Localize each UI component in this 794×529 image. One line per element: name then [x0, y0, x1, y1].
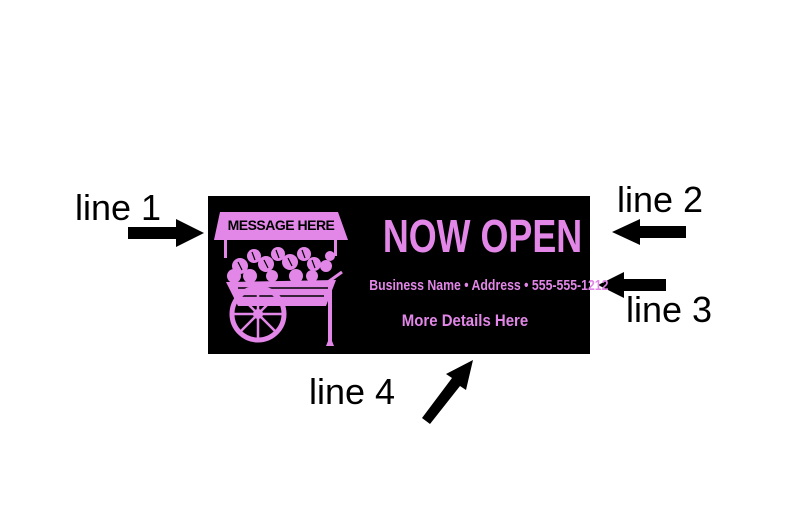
arrow-right-icon	[128, 219, 204, 247]
callout-label-line-4: line 4	[309, 371, 396, 412]
sign-banner: MESSAGE HERE NOW OPEN Business Name • Ad…	[208, 196, 609, 354]
flower-cart-icon	[214, 212, 348, 346]
callout-label-line-2: line 2	[617, 179, 704, 220]
callout-label-line-3: line 3	[626, 289, 713, 330]
details-line: More Details Here	[401, 311, 529, 330]
message-here-text: MESSAGE HERE	[227, 217, 335, 233]
callout-label-line-1: line 1	[75, 187, 162, 228]
arrow-left-icon	[612, 219, 686, 245]
arrow-left-icon	[598, 272, 666, 298]
business-info-line: Business Name • Address • 555-555-1212	[369, 277, 609, 294]
arrow-up-right-icon	[422, 360, 473, 424]
now-open-headline: NOW OPEN	[382, 210, 583, 262]
